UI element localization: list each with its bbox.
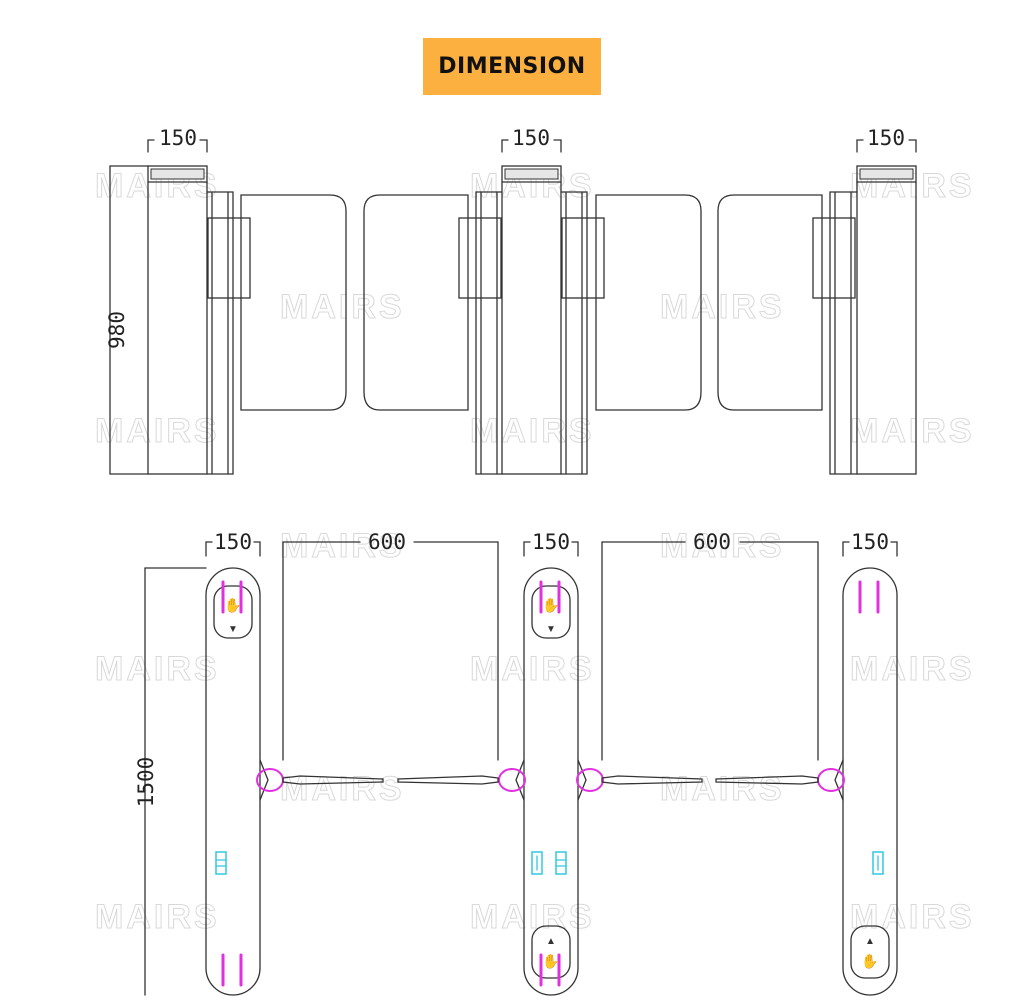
watermark-text: MAIRS	[95, 650, 220, 688]
width-label: 150	[851, 530, 889, 554]
watermark-text: MAIRS	[470, 412, 595, 450]
top-width-dimension-right: 150	[842, 530, 898, 557]
arrow-up-icon: ▲	[546, 936, 556, 947]
center-cabinet	[458, 165, 605, 475]
front-view: 980 150 150 150	[105, 126, 917, 475]
left-cabinet	[147, 165, 251, 475]
top-view: 1500 150 150 150 600 600 ✋ ▼	[134, 530, 898, 996]
watermark-text: MAIRS	[280, 527, 405, 565]
width-label: 150	[512, 126, 550, 150]
title-badge: DIMENSION	[423, 38, 601, 95]
title-text: DIMENSION	[438, 54, 586, 79]
width-label: 150	[532, 530, 570, 554]
gap-label: 600	[693, 530, 731, 554]
width-label: 150	[867, 126, 905, 150]
watermark-text: MAIRS	[850, 898, 975, 936]
height-label: 980	[105, 311, 129, 349]
left-cabinet-top: ✋ ▼	[205, 567, 284, 996]
height-dimension: 980	[105, 165, 149, 475]
top-width-dimension-center: 150	[523, 530, 579, 557]
watermark-text: MAIRS	[95, 412, 220, 450]
gap-dimension-right: 600	[601, 530, 819, 761]
watermark-text: MAIRS	[850, 650, 975, 688]
watermark-text: MAIRS	[470, 898, 595, 936]
gate-panel	[595, 194, 702, 411]
gate-panel	[240, 194, 347, 411]
gate-arm	[601, 775, 703, 785]
watermark-text: MAIRS	[660, 527, 785, 565]
gap-label: 600	[368, 530, 406, 554]
arrow-up-icon: ▲	[865, 936, 875, 947]
right-cabinet-top: ▲ ✋	[817, 567, 898, 996]
gate-arm	[397, 775, 499, 785]
center-cabinet-top: ✋ ▼ ▲ ✋	[498, 567, 604, 996]
watermark-text: MAIRS	[280, 288, 405, 326]
arrow-down-icon: ▼	[228, 624, 238, 635]
length-label: 1500	[134, 757, 158, 808]
front-width-dimension-center: 150	[501, 126, 562, 153]
top-width-dimension-left: 150	[205, 530, 261, 557]
watermark-text: MAIRS	[95, 898, 220, 936]
width-label: 150	[159, 126, 197, 150]
hand-icon: ✋	[542, 953, 559, 969]
front-width-dimension-left: 150	[147, 126, 208, 153]
hand-icon: ✋	[224, 597, 241, 613]
gate-panel	[717, 194, 823, 411]
watermarks: MAIRS MAIRS MAIRS MAIRS MAIRS MAIRS MAIR…	[95, 167, 975, 937]
length-dimension: 1500	[134, 567, 207, 996]
hand-icon: ✋	[542, 597, 559, 613]
gate-panel	[363, 194, 469, 411]
right-cabinet	[812, 165, 917, 475]
watermark-text: MAIRS	[850, 412, 975, 450]
front-width-dimension-right: 150	[856, 126, 917, 153]
width-label: 150	[214, 530, 252, 554]
watermark-text: MAIRS	[470, 650, 595, 688]
watermark-text: MAIRS	[660, 288, 785, 326]
gate-arm	[715, 775, 819, 785]
gate-arm	[282, 775, 384, 785]
gap-dimension-left: 600	[282, 530, 499, 761]
hand-icon: ✋	[861, 953, 878, 969]
watermark-text: MAIRS	[660, 770, 785, 808]
arrow-down-icon: ▼	[546, 624, 556, 635]
